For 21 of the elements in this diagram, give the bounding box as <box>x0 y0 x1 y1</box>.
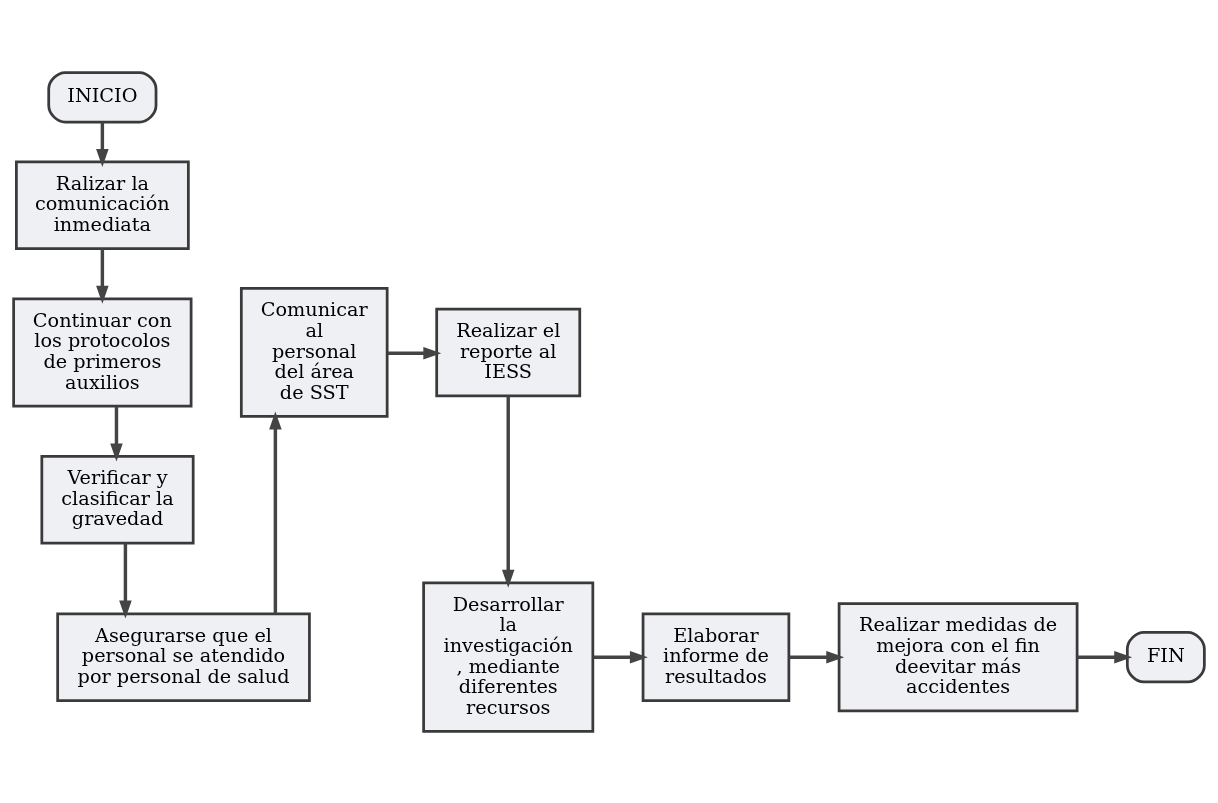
arrow <box>501 395 515 588</box>
arrow <box>789 650 845 663</box>
node-box: Comunicar al personal del área de SST <box>239 286 389 418</box>
arrow <box>96 248 109 304</box>
node-box: Asegurarse que el personal se atendido por personal de salud <box>56 612 311 702</box>
node-box: Elaborar informe de resultados <box>641 612 791 702</box>
node-box: Continuar con los protocolos de primeros auxilios <box>12 296 193 407</box>
arrow <box>269 411 282 614</box>
node-box: Verificar y clasificar la gravedad <box>40 454 195 544</box>
node-box: Realizar el reporte al IESS <box>435 307 582 397</box>
arrow <box>1077 650 1133 663</box>
node-box: Realizar medidas de mejora con el fin deevitar más accidentes <box>837 601 1079 712</box>
arrow <box>119 542 132 619</box>
arrow <box>593 650 648 663</box>
node-box: INICIO <box>47 70 158 123</box>
arrow <box>96 121 109 167</box>
node-box: FIN <box>1125 630 1206 683</box>
node-box: Desarrollar la investigación , mediante diferentes recursos <box>422 581 595 733</box>
arrow <box>387 346 442 359</box>
arrow <box>110 405 123 461</box>
node-box: Ralizar la comunicación inmediata <box>15 160 190 250</box>
